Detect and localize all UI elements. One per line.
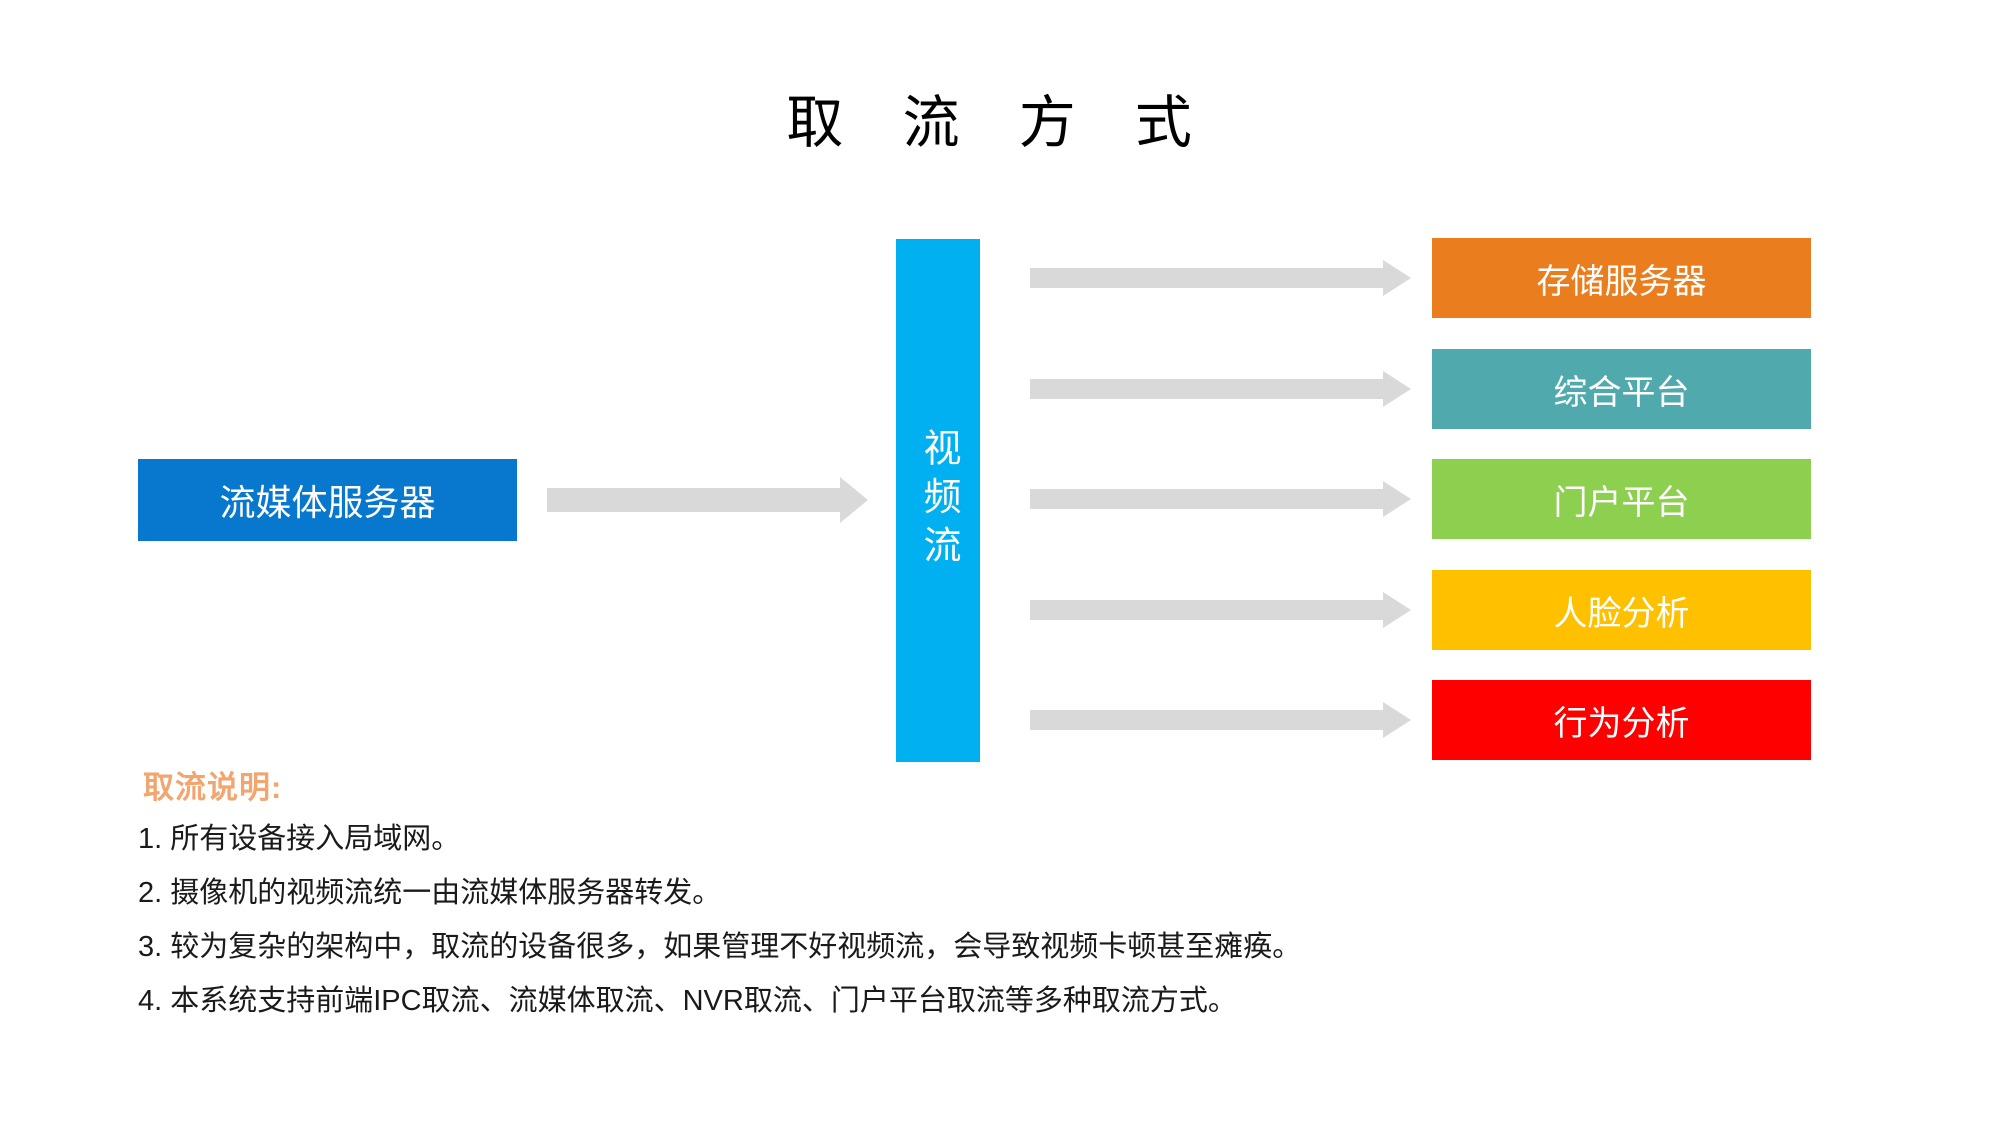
note-item: 4. 本系统支持前端IPC取流、流媒体取流、NVR取流、门户平台取流等多种取流方… <box>138 985 1237 1017</box>
note-item: 3. 较为复杂的架构中，取流的设备很多，如果管理不好视频流，会导致视频卡顿甚至瘫… <box>138 931 1302 963</box>
flow-arrow-to-portal-platform <box>1030 481 1411 517</box>
target-box-integrated-platform: 综合平台 <box>1432 349 1811 429</box>
target-box-behavior-analysis: 行为分析 <box>1432 680 1811 760</box>
video-stream-box: 视频流 <box>896 239 980 762</box>
streaming-media-server-label: 流媒体服务器 <box>219 482 436 523</box>
storage-server-label: 存储服务器 <box>1536 262 1707 301</box>
note-item: 2. 摄像机的视频流统一由流媒体服务器转发。 <box>138 877 722 909</box>
integrated-platform-label: 综合平台 <box>1553 373 1690 412</box>
flow-arrow-to-storage-server <box>1030 260 1411 296</box>
notes-heading: 取流说明: <box>143 770 283 805</box>
target-box-storage-server: 存储服务器 <box>1432 238 1811 318</box>
flow-arrow-to-behavior-analysis <box>1030 702 1411 738</box>
page-title: 取 流 方 式 <box>786 91 1214 155</box>
flow-arrow-to-face-analysis <box>1030 592 1411 628</box>
note-item: 1. 所有设备接入局域网。 <box>138 823 461 855</box>
notes-list: 1. 所有设备接入局域网。 2. 摄像机的视频流统一由流媒体服务器转发。 3. … <box>138 812 1538 1028</box>
behavior-analysis-label: 行为分析 <box>1553 704 1690 743</box>
target-box-portal-platform: 门户平台 <box>1432 459 1811 539</box>
video-stream-label: 视频流 <box>917 427 959 574</box>
flow-arrow-to-integrated-platform <box>1030 371 1411 407</box>
target-box-face-analysis: 人脸分析 <box>1432 570 1811 650</box>
streaming-media-server-box: 流媒体服务器 <box>138 459 517 541</box>
portal-platform-label: 门户平台 <box>1553 483 1690 522</box>
flow-arrow-source-to-stream <box>547 477 868 523</box>
face-analysis-label: 人脸分析 <box>1553 594 1690 633</box>
